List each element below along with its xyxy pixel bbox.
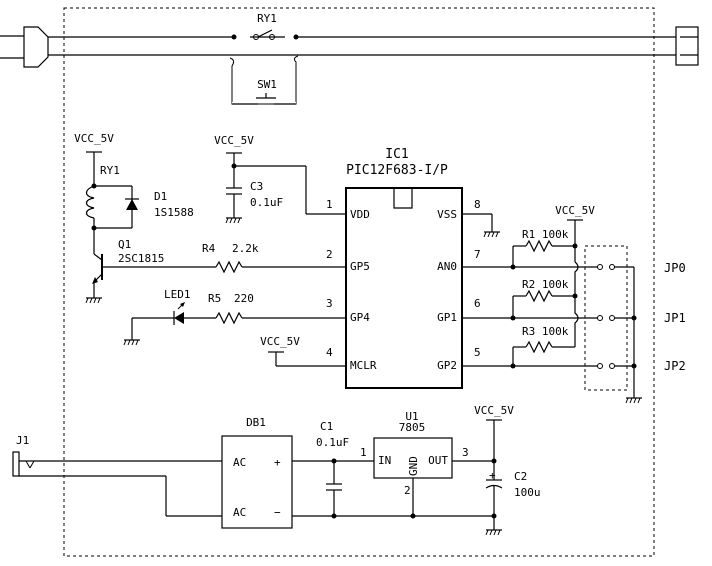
db1-minus-label: − [274,506,281,519]
transistor-q1: Q1 2SC1815 [92,238,216,298]
board-outline [63,7,655,557]
pin-number-7: 7 [474,248,481,261]
jp1-label: JP1 [664,311,686,325]
ry1-contact-label: RY1 [257,12,277,25]
bridge-rectifier-db1: DB1 AC AC + − [221,416,494,529]
c1-label: C1 [320,420,333,433]
vcc-pullups: VCC_5V [555,204,595,262]
d1-label: D1 [154,190,167,203]
r4-label: R4 [202,242,216,255]
pin-number-3: 3 [326,297,333,310]
q1-label: Q1 [118,238,131,251]
db1-plus-label: + [274,456,281,469]
pin-vdd-label: VDD [350,208,370,221]
pin-gp4-label: GP4 [350,311,370,324]
vcc-pullups-label: VCC_5V [555,204,595,217]
sw1-label: SW1 [257,78,277,91]
switch-sw1: SW1 [232,78,296,106]
r5-label: R5 [208,292,221,305]
ac-plug [0,26,49,68]
resistor-r5: R5 220 [208,292,346,325]
u1-in-label: IN [378,454,391,467]
ry1-coil-label: RY1 [100,164,120,177]
pin-vss-label: VSS [437,208,457,221]
d1-part-label: 1S1588 [154,206,194,219]
pin-gp1-label: GP1 [437,311,457,324]
relay-coil-ry1: RY1 [85,164,132,248]
db1-ac2-label: AC [233,506,246,519]
dc-jack-j1: J1 [12,434,222,517]
capacitor-c3: VCC_5V C3 0.1uF [214,134,346,224]
ic1-label: IC1 [385,147,408,162]
resistor-r1: R1 100k [512,228,575,267]
pin-gp2-label: GP2 [437,359,457,372]
regulator-u1: U1 7805 IN OUT GND 1 2 3 [360,410,494,516]
c1-value: 0.1uF [316,436,349,449]
pin-number-1: 1 [326,198,333,211]
jumper-block [584,245,642,404]
capacitor-c1: C1 0.1uF [316,420,349,516]
r4-value: 2.2k [232,242,259,255]
db1-ac1-label: AC [233,456,246,469]
pin-mclr-label: MCLR [350,359,377,372]
u1-out-label: OUT [428,454,448,467]
r2-label: R2 100k [522,278,569,291]
c2-polarity: + [489,469,496,482]
vcc-relay-label: VCC_5V [74,132,114,145]
ic1-pic12f683: IC1 PIC12F683-I/P VDD GP5 GP4 MCLR VSS A… [326,147,481,389]
r3-label: R3 100k [522,325,569,338]
resistor-r2: R2 100k [512,278,575,318]
jp0-label: JP0 [664,261,686,275]
u1-pin-1: 1 [360,446,367,459]
diode-d1: D1 1S1588 [125,186,194,228]
pin-gp5-label: GP5 [350,260,370,273]
c2-label: C2 [514,470,527,483]
resistor-r3: R3 100k [512,325,575,366]
jp2-label: JP2 [664,359,686,373]
mains-wires [48,36,676,56]
vcc-mclr: VCC_5V [260,335,346,367]
pin-number-8: 8 [474,198,481,211]
db1-label: DB1 [246,416,266,429]
u1-gnd-label: GND [407,456,420,476]
vcc-reg-label: VCC_5V [474,404,514,417]
q1-part-label: 2SC1815 [118,252,164,265]
pin-number-2: 2 [326,248,333,261]
ground-vss [462,213,500,238]
pin-an0-label: AN0 [437,260,457,273]
c2-value: 100u [514,486,541,499]
vcc-relay: VCC_5V [74,132,114,186]
vcc-mclr-label: VCC_5V [260,335,300,348]
u1-part-label: 7805 [399,421,426,434]
led1: LED1 [123,288,216,346]
ground-q1 [85,297,102,304]
resistor-r4: R4 2.2k [202,242,346,274]
pin-number-4: 4 [326,346,333,359]
pin-number-5: 5 [474,346,481,359]
u1-pin-3: 3 [462,446,469,459]
capacitor-c2: VCC_5V + C2 100u [474,404,541,536]
ac-socket [675,26,699,66]
u1-label: U1 [405,410,418,423]
r1-label: R1 100k [522,228,569,241]
pin-number-6: 6 [474,297,481,310]
ic1-part-label: PIC12F683-I/P [346,163,448,178]
u1-pin-2: 2 [404,484,411,497]
led1-label: LED1 [164,288,191,301]
j1-label: J1 [16,434,29,447]
vcc-c3-label: VCC_5V [214,134,254,147]
r5-value: 220 [234,292,254,305]
c3-value: 0.1uF [250,196,283,209]
c3-label: C3 [250,180,263,193]
